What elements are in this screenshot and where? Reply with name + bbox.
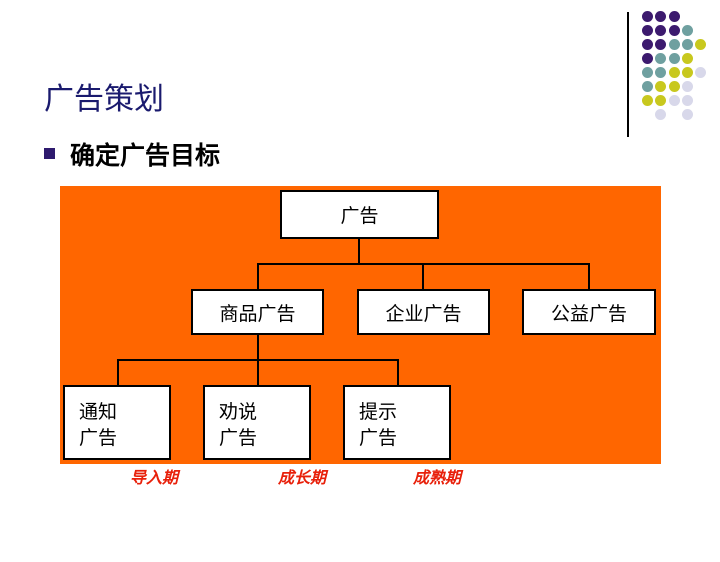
decor-dot (681, 39, 693, 50)
decor-dot (642, 39, 653, 50)
decor-dot (642, 53, 653, 64)
node-corporate-ad: 企业广告 (357, 289, 490, 335)
connector (117, 359, 119, 387)
decor-dot (681, 109, 693, 120)
decor-dot (668, 53, 680, 64)
decor-dot (655, 81, 667, 92)
node-line: 提示 (359, 401, 398, 423)
decor-dot (642, 25, 653, 36)
decor-dot (655, 109, 667, 120)
stage-introduction: 导入期 (130, 468, 179, 487)
decor-dot (642, 11, 653, 22)
slide-title: 广告策划 (44, 82, 164, 117)
decor-dot (668, 39, 680, 50)
decor-dot (655, 67, 667, 78)
decor-dot (695, 39, 707, 50)
node-line: 通知 (79, 401, 118, 423)
decor-dot (681, 25, 693, 36)
decor-dot (668, 11, 680, 22)
node-line: 广告 (359, 427, 398, 449)
decor-dot (695, 67, 707, 78)
decor-dot (668, 25, 680, 36)
bullet-text: 确定广告目标 (70, 141, 221, 170)
decor-dot (681, 67, 693, 78)
decor-dot (655, 25, 667, 36)
decor-dot (642, 67, 653, 78)
decor-dot (655, 39, 667, 50)
node-product-ad: 商品广告 (191, 289, 324, 335)
stage-maturity: 成熟期 (413, 468, 462, 487)
decor-dot (655, 53, 667, 64)
decor-dot (681, 53, 693, 64)
node-line: 劝说 (219, 401, 258, 423)
node-public-ad: 公益广告 (522, 289, 656, 335)
bullet-square-icon (44, 148, 55, 159)
connector (588, 263, 590, 291)
decor-dot (642, 95, 653, 106)
connector (257, 359, 259, 387)
connector (358, 238, 360, 264)
connector (422, 263, 424, 291)
decor-dot (668, 81, 680, 92)
node-inform-ad: 通知 广告 (63, 385, 171, 460)
decor-dot (681, 95, 693, 106)
node-line: 广告 (219, 427, 258, 449)
decor-dot (642, 81, 653, 92)
decor-dot (668, 67, 680, 78)
node-root: 广告 (280, 190, 439, 239)
node-remind-ad: 提示 广告 (343, 385, 451, 460)
node-persuade-ad: 劝说 广告 (203, 385, 311, 460)
stage-growth: 成长期 (278, 468, 327, 487)
connector (257, 334, 259, 360)
decor-dot (655, 95, 667, 106)
decor-line (627, 12, 629, 137)
connector (257, 263, 259, 291)
decor-dot (668, 95, 680, 106)
connector (397, 359, 399, 387)
node-line: 广告 (79, 427, 118, 449)
decor-dot (655, 11, 667, 22)
decor-dot (681, 81, 693, 92)
